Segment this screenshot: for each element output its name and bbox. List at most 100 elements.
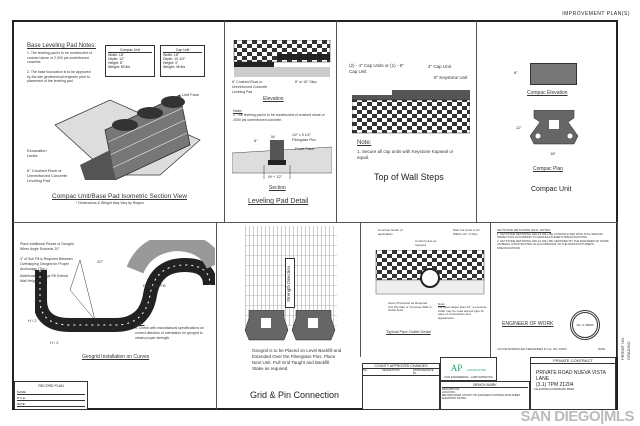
note-2: 2. The base foundation is to be approved… — [27, 70, 91, 83]
note-1: 1. The leveling pad is to be constructed… — [27, 51, 92, 64]
note-text: 1. Secure all cap units with Keystone Ka… — [357, 149, 454, 160]
spec-row: Weight: 80 lbs — [108, 65, 131, 69]
step-label: 8" or 16" Step — [295, 80, 317, 84]
compac-plan-drawing — [529, 110, 579, 145]
spec-row: Width: 18" — [108, 53, 125, 57]
compac-spec-box: Compac Unit Width: 18"Depth: 12"Height: … — [105, 45, 155, 77]
angle-label: 20° — [97, 259, 104, 264]
note-1: 1. KEYSTONE RETAINING WALLS WILL BE CONS… — [497, 232, 604, 240]
side-permit-label: PERMIT NO. — [620, 336, 625, 360]
keystone-label: 8" Keystone Unit — [434, 75, 468, 80]
sheet-header: IMPROVEMENT PLAN(S) — [562, 11, 630, 17]
elevation-title: Compac Elevation — [527, 90, 568, 96]
crushed-rock-label: 6" Crushed Rock or Unreinforced Concrete… — [27, 168, 68, 183]
geogrid-curve-drawing — [35, 240, 215, 332]
panel-title: Compac Unit — [531, 186, 572, 193]
note-text: For pipes larger than 24", a concrete co… — [438, 305, 487, 320]
firm-tagline: CIVIL ENGINEERING · LAND SURVEYING — [444, 376, 493, 379]
excavation-label: Excavation Limits — [27, 148, 47, 158]
drawing-sheet — [12, 20, 618, 410]
control-joint-label: Control joints as required — [415, 239, 437, 247]
bench-row: DESCRIPTION: — [442, 388, 460, 391]
signer-label: VICTOR RODRIGUEZ-FERNANDEZ R.C.E. NO. 00… — [497, 347, 567, 351]
saw-cut-label: Saw Cut Units to Fit Within 1/2" of Pipe — [453, 228, 480, 236]
col-date: DATE — [427, 369, 434, 372]
compac-spec-title: Compac Unit — [108, 48, 152, 53]
seal-number: No. C 00000 — [576, 323, 594, 327]
spec-row: Depth: 10 1/2" — [163, 57, 186, 61]
bench-row: LOCATION: — [442, 391, 456, 394]
side-grading-label: GRADING — [626, 341, 631, 360]
h2-horizontal-label: H / 2 — [50, 340, 59, 345]
firm-logo: AP — [450, 363, 463, 373]
bench-mark-box: BENCH MARK DESCRIPTION:LOCATION:RECORD F… — [440, 381, 530, 410]
units-plan-drawing — [244, 310, 336, 341]
spec-row: Height: 8" — [108, 61, 124, 65]
panel-title: Leveling Pad Detail — [248, 198, 309, 205]
spec-row: Width: 18" — [163, 53, 180, 57]
notes-title: KEYSTONE RETAINING WALL NOTES: — [497, 228, 552, 232]
bench-row: ELEVATION: DATUM: — [442, 397, 467, 400]
bench-mark-title: BENCH MARK — [442, 383, 528, 388]
col-no: NO. — [363, 369, 368, 372]
record-row: NAME: — [17, 390, 85, 395]
unit-face-label: Unit Face — [182, 92, 200, 97]
gutter-label: Concrete Gutter (if applicable) — [378, 228, 403, 236]
spec-row: Depth: 12" — [108, 57, 125, 61]
w-label: W — [271, 134, 275, 139]
engineer-seal: No. C 00000 — [570, 310, 600, 340]
panel-title: Compac Unit/Base Pad Isometric Section V… — [52, 193, 187, 200]
note-title: Note: — [233, 108, 243, 113]
compac-elevation-drawing — [530, 63, 577, 85]
engineer-label: ENGINEER OF WORK — [502, 321, 554, 327]
bench-row: RECORD FROM: COUNTY OF SAN DIEGO CONTROL… — [442, 394, 521, 397]
section-title: Section — [269, 185, 286, 191]
note-title: Note: — [357, 140, 372, 146]
note-2: 2. KEYSTONE RETAINING WALLS WILL BE CERT… — [497, 239, 609, 250]
h2-vertical-label: H / 2 — [28, 318, 37, 323]
cap-units-label: (2) - 4" Cap Units or (1) - 8" Cap Unit — [349, 63, 404, 74]
coordinate-index: CALIFORNIA COORDINATE INDEX — [534, 388, 575, 391]
note-title: Note: — [135, 320, 145, 325]
panel-title: Typical Pipe Outlet Detail — [386, 329, 431, 334]
w12-label: W + 12" — [268, 174, 283, 179]
dim-12-label: 12" — [516, 125, 522, 130]
pins-label: 1/2" x 5 1/4" Fiberglass Pins — [292, 133, 316, 142]
section-drawing — [232, 140, 332, 179]
note-title: Note: — [438, 302, 446, 306]
scour-label: Scour Protection as Required Use Rip Rap… — [388, 301, 432, 312]
drainage-label: Drainage Fill — [143, 283, 166, 288]
project-name: PRIVATE ROAD NUEVA VISTA LANE — [536, 370, 606, 382]
changes-title: COUNTY APPROVED CHANGES — [363, 364, 439, 369]
spec-row: Height: 4" — [163, 61, 179, 65]
spec-row: Weight: 45 lbs — [163, 65, 186, 69]
cap-spec-title: Cap Unit — [163, 48, 202, 53]
geogrid-label-1: Place Additional Pieces of Geogrid When … — [20, 242, 74, 251]
panel-title: Grid & Pin Connection — [250, 390, 340, 400]
record-title: RECORD PLAN — [38, 384, 64, 388]
front-face-label: Front Face — [295, 146, 315, 151]
project-number: (3.1) TPM 21204 — [536, 382, 574, 388]
date-label: DATE — [598, 347, 606, 351]
wall-steps-drawing — [352, 90, 470, 134]
elevation-title: Elevation — [263, 96, 284, 102]
plan-title: Compac Plan — [533, 166, 564, 172]
record-plan-box: RECORD PLAN NAME: R.C.E.: DATE: — [14, 381, 88, 410]
strength-label: Strength Direction — [286, 265, 291, 302]
firm-logo-box: AP CONSULTING CIVIL ENGINEERING · LAND S… — [440, 357, 497, 381]
record-row: R.C.E.: — [17, 396, 85, 401]
contract-title: PRIVATE CONTRACT — [531, 358, 615, 364]
dim-8-label: 8" — [514, 70, 518, 75]
strength-arrow — [285, 258, 295, 308]
note-text: 1. The leveling pad is to be constructed… — [233, 113, 325, 122]
watermark: SAN DIEGO|MLS — [520, 408, 634, 425]
elevation-drawing — [233, 40, 331, 77]
col-description: DESCRIPTION — [382, 369, 400, 372]
cap4-label: 4" Cap Unit — [428, 64, 451, 69]
note-text: 1. Check with manufactural specification… — [135, 326, 205, 340]
firm-name: CONSULTING — [466, 368, 487, 372]
private-contract-box: PRIVATE CONTRACT PRIVATE ROAD NUEVA VIST… — [530, 357, 616, 410]
record-row: DATE: — [17, 402, 85, 407]
panel-title: Top of Wall Steps — [374, 172, 444, 182]
